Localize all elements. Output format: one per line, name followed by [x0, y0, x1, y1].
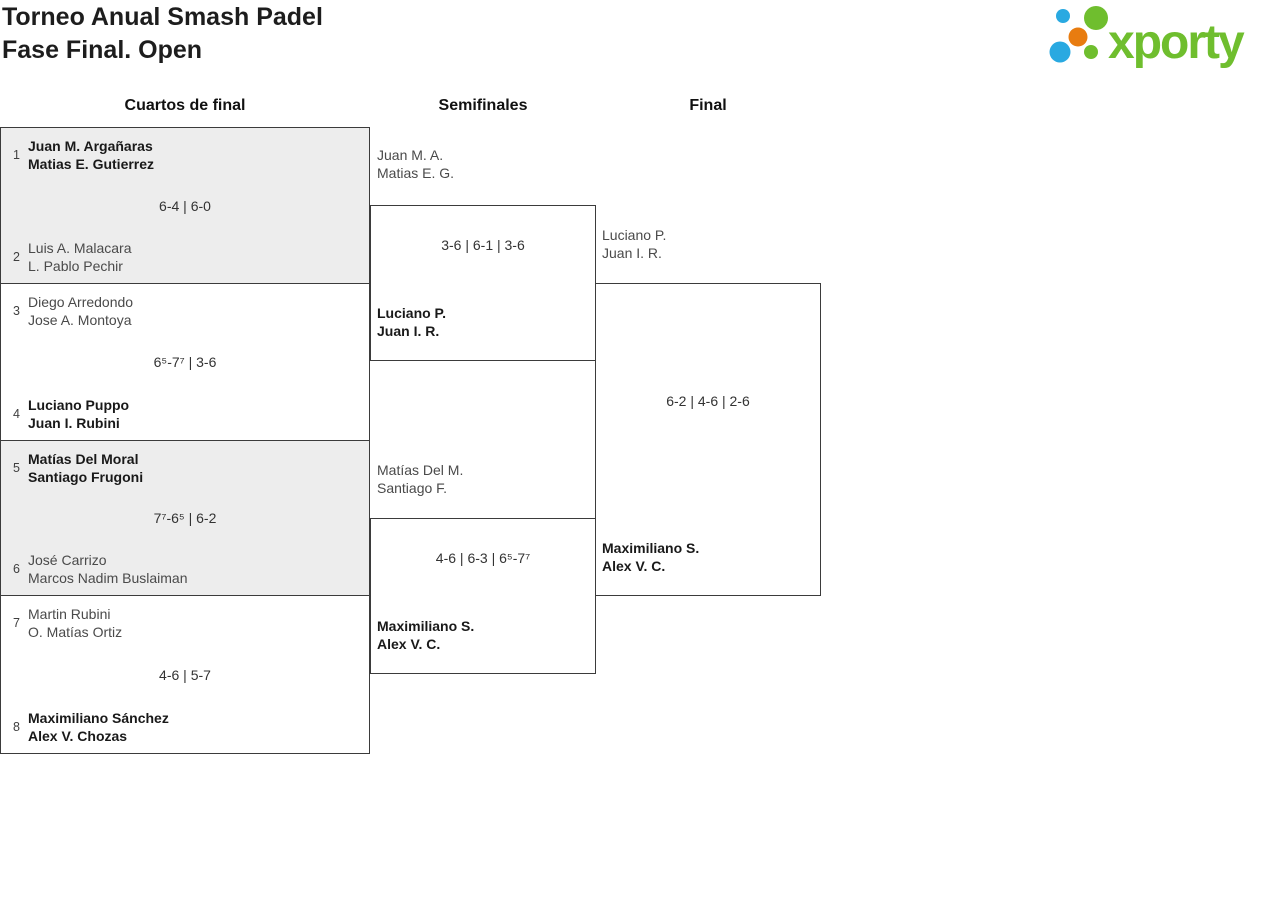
player-name: Luciano P.	[377, 305, 446, 321]
final-team-bottom: Maximiliano S. Alex V. C.	[602, 539, 699, 575]
player-name: Santiago Frugoni	[28, 469, 144, 485]
player-name: Alex V. C.	[602, 558, 666, 574]
team-slot-seed-8: 8 Maximiliano Sánchez Alex V. Chozas	[9, 709, 169, 745]
match-semifinal-2[interactable]	[370, 518, 596, 674]
semifinal-2-team-top: Matías Del M. Santiago F.	[377, 461, 463, 497]
logo-dot-blue-small	[1056, 9, 1070, 23]
team-slot-seed-7: 7 Martin Rubini O. Matías Ortiz	[9, 605, 122, 641]
team-names: José Carrizo Marcos Nadim Buslaiman	[28, 551, 188, 587]
seed-number: 1	[13, 148, 20, 162]
player-name: Santiago F.	[377, 480, 448, 496]
player-name: L. Pablo Pechir	[28, 258, 123, 274]
semifinal-1-score: 3-6 | 6-1 | 3-6	[441, 237, 525, 253]
player-name: Jose A. Montoya	[28, 312, 132, 328]
final-score: 6-2 | 4-6 | 2-6	[666, 393, 750, 409]
team-names: Luciano Puppo Juan I. Rubini	[28, 396, 129, 432]
team-names: Luis A. Malacara L. Pablo Pechir	[28, 239, 132, 275]
seed-number: 2	[13, 250, 20, 264]
player-name: Diego Arredondo	[28, 294, 134, 310]
seed-number: 5	[13, 461, 20, 475]
match-quarterfinal-2[interactable]: 3 Diego Arredondo Jose A. Montoya 6⁵-7⁷ …	[0, 283, 370, 441]
seed-number: 8	[13, 720, 20, 734]
player-name: Matias E. G.	[377, 165, 455, 181]
seed-number: 4	[13, 407, 20, 421]
player-name: Luciano Puppo	[28, 397, 130, 413]
phase-name: Fase Final. Open	[2, 36, 203, 64]
match-quarterfinal-3[interactable]: 5 Matías Del Moral Santiago Frugoni 7⁷-6…	[0, 440, 370, 596]
team-slot-seed-6: 6 José Carrizo Marcos Nadim Buslaiman	[9, 551, 188, 587]
player-name: O. Matías Ortiz	[28, 624, 123, 640]
player-name: Maximiliano S.	[602, 540, 700, 556]
match-final[interactable]	[595, 283, 821, 596]
player-name: Matias E. Gutierrez	[28, 156, 155, 172]
player-name: Matías Del Moral	[28, 451, 139, 467]
player-name: Maximiliano S.	[377, 618, 475, 634]
player-name: Luciano P.	[602, 227, 667, 243]
xporty-logo[interactable]: xporty	[1046, 2, 1278, 70]
round-header-semifinals: Semifinales	[438, 97, 528, 114]
logo-dot-green-small	[1084, 45, 1098, 59]
team-slot-seed-2: 2 Luis A. Malacara L. Pablo Pechir	[9, 239, 132, 275]
player-name: Alex V. C.	[377, 636, 441, 652]
seed-number: 6	[13, 562, 20, 576]
team-slot-seed-1: 1 Juan M. Argañaras Matias E. Gutierrez	[9, 137, 154, 173]
logo-wordmark: xporty	[1108, 16, 1245, 69]
semifinal-2-team-bottom: Maximiliano S. Alex V. C.	[377, 617, 474, 653]
round-header-final: Final	[689, 97, 727, 114]
page-title: Torneo Anual Smash Padel Fase Final. Ope…	[2, 1, 323, 67]
match-score: 4-6 | 5-7	[159, 666, 211, 683]
tournament-name: Torneo Anual Smash Padel	[2, 3, 323, 31]
team-slot-seed-4: 4 Luciano Puppo Juan I. Rubini	[9, 396, 129, 432]
player-name: Alex V. Chozas	[28, 728, 128, 744]
team-names: Martin Rubini O. Matías Ortiz	[28, 605, 122, 641]
match-score: 6-4 | 6-0	[159, 197, 211, 214]
player-name: Luis A. Malacara	[28, 240, 132, 256]
player-name: Juan M. A.	[377, 147, 444, 163]
round-header-quarterfinals: Cuartos de final	[124, 97, 246, 114]
player-name: Juan I. R.	[377, 323, 440, 339]
player-name: Juan M. Argañaras	[28, 138, 153, 154]
player-name: Matías Del M.	[377, 462, 464, 478]
seed-number: 7	[13, 616, 20, 630]
match-quarterfinal-1[interactable]: 1 Juan M. Argañaras Matias E. Gutierrez …	[0, 127, 370, 284]
player-name: Juan I. R.	[602, 245, 662, 261]
match-quarterfinal-4[interactable]: 7 Martin Rubini O. Matías Ortiz 4-6 | 5-…	[0, 595, 370, 754]
player-name: Juan I. Rubini	[28, 415, 120, 431]
team-slot-seed-5: 5 Matías Del Moral Santiago Frugoni	[9, 450, 143, 486]
player-name: José Carrizo	[28, 552, 107, 568]
seed-number: 3	[13, 304, 20, 318]
semifinal-2-score: 4-6 | 6-3 | 6⁵-7⁷	[435, 550, 531, 566]
logo-dot-blue-large	[1049, 41, 1071, 63]
player-name: Maximiliano Sánchez	[28, 710, 169, 726]
team-names: Maximiliano Sánchez Alex V. Chozas	[28, 709, 169, 745]
logo-dot-orange	[1068, 27, 1088, 47]
match-score: 7⁷-6⁵ | 6-2	[153, 510, 217, 526]
player-name: Marcos Nadim Buslaiman	[28, 570, 188, 586]
semifinal-1-team-bottom: Luciano P. Juan I. R.	[377, 304, 446, 340]
final-team-top: Luciano P. Juan I. R.	[602, 226, 666, 262]
team-names: Juan M. Argañaras Matias E. Gutierrez	[28, 137, 154, 173]
logo-dot-green-large	[1084, 6, 1108, 30]
team-names: Diego Arredondo Jose A. Montoya	[28, 293, 133, 329]
team-slot-seed-3: 3 Diego Arredondo Jose A. Montoya	[9, 293, 133, 329]
team-names: Matías Del Moral Santiago Frugoni	[28, 450, 143, 486]
semifinal-1-team-top: Juan M. A. Matias E. G.	[377, 146, 454, 182]
match-score: 6⁵-7⁷ | 3-6	[153, 354, 217, 370]
player-name: Martin Rubini	[28, 606, 111, 622]
